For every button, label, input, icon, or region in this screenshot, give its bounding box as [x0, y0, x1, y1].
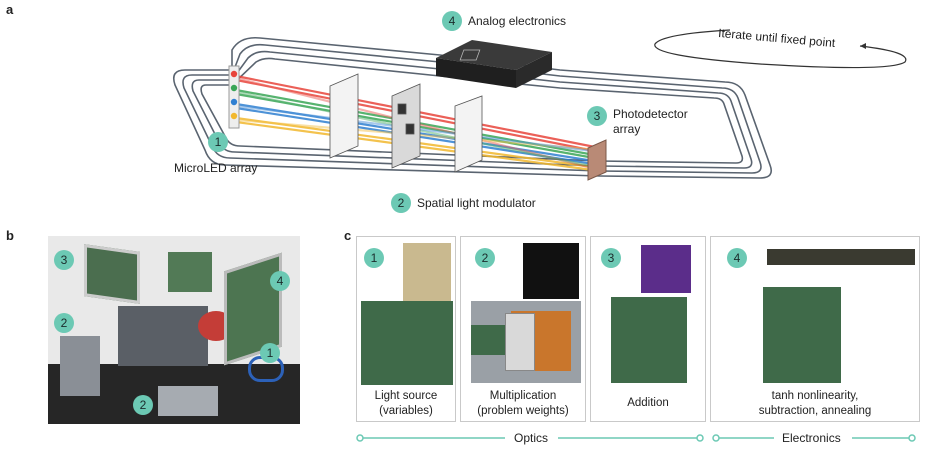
card-1-caption-line2: (variables): [379, 405, 433, 417]
analog-electronics-box: [436, 40, 552, 88]
card-3-board-photo: [611, 297, 687, 383]
card-multiplication: 2 Multiplication (problem weights): [460, 236, 586, 422]
microled-array-label: MicroLED array: [174, 161, 258, 175]
stage-mount-center: [118, 306, 208, 366]
panel-b-badge-4: 4: [270, 271, 290, 291]
panel-c-letter: c: [344, 228, 352, 243]
card-1-board-photo: [361, 301, 453, 385]
card-1-badge: 1: [364, 248, 384, 268]
card-4-caption-line2: subtraction, annealing: [758, 405, 872, 417]
microled-array: [228, 65, 240, 129]
photodetector-array: [587, 139, 607, 181]
step-badge-1: 1: [208, 132, 228, 152]
card-3-inset-sensor: [641, 245, 691, 293]
panel-b-badge-1: 1: [260, 343, 280, 363]
section-bracket-lines: [356, 434, 916, 442]
analog-electronics-label: Analog electronics: [468, 14, 567, 28]
panel-a-letter: a: [6, 2, 14, 17]
card-addition: 3 Addition: [590, 236, 706, 422]
board-left: [84, 244, 140, 304]
card-light-source: 1 Light source (variables): [356, 236, 456, 422]
photodetector-array-label: Photodetector array: [613, 107, 688, 136]
card-4-caption-line1: tanh nonlinearity,: [771, 390, 859, 402]
card-4-board-photo: [763, 287, 841, 383]
panel-b-badge-2-lower: 2: [133, 395, 153, 415]
card-4-badge: 4: [727, 248, 747, 268]
board-top: [168, 252, 212, 292]
card-3-caption-line1: Addition: [627, 397, 669, 409]
card-3-badge: 3: [601, 248, 621, 268]
card-1-caption-line1: Light source: [374, 390, 438, 402]
card-1-inset-photo: [403, 243, 451, 303]
iterate-loop-arrow: [654, 29, 907, 69]
electronics-label: Electronics: [782, 431, 841, 445]
card-electronics: 4 tanh nonlinearity, subtraction, anneal…: [710, 236, 920, 422]
card-2-inset-pattern: [523, 243, 579, 299]
card-2-connector: [505, 313, 535, 371]
feedback-loop-wires: [172, 36, 773, 179]
optics-label: Optics: [514, 431, 549, 445]
spatial-light-modulator-label: Spatial light modulator: [417, 196, 536, 210]
card-2-caption-line2: (problem weights): [477, 405, 569, 417]
card-2-badge: 2: [475, 248, 495, 268]
card-2-device-photo: [471, 301, 581, 383]
spatial-light-modulator: [329, 73, 483, 173]
base-bracket: [158, 386, 218, 416]
step-badge-2: 2: [391, 193, 411, 213]
panel-b-letter: b: [6, 228, 14, 243]
step-badge-4: 4: [442, 11, 462, 31]
panel-b-badge-3: 3: [54, 250, 74, 270]
panel-b-photo: [48, 236, 300, 424]
panel-a-diagram: [172, 29, 907, 181]
card-4-inset-strip: [767, 249, 915, 265]
panel-b-badge-2-upper: 2: [54, 313, 74, 333]
card-2-pcb: [471, 325, 505, 355]
stage-mount-left: [60, 336, 100, 396]
card-2-caption-line1: Multiplication: [489, 390, 557, 402]
step-badge-3: 3: [587, 106, 607, 126]
